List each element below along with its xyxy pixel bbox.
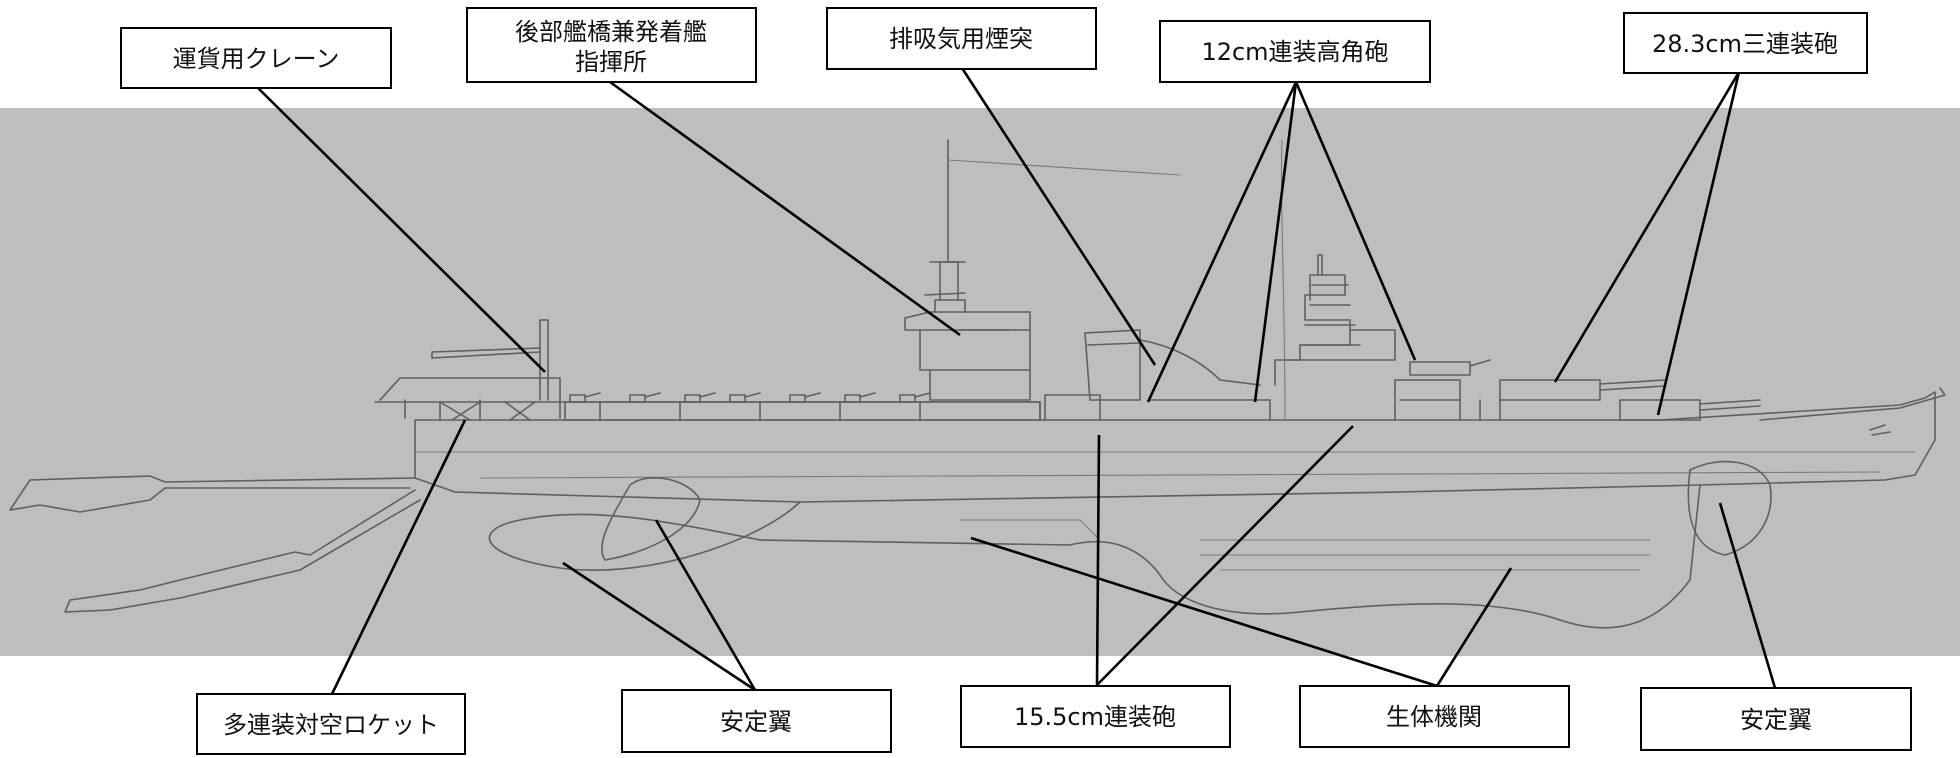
label-aa-gun-text: 12cm連装高角砲 xyxy=(1201,38,1388,66)
label-rear-bridge-line1: 後部艦橋兼発着艦 xyxy=(515,18,707,46)
label-secondary-gun-text: 15.5cm連装砲 xyxy=(1014,703,1176,731)
stern-tentacle-lower xyxy=(64,489,421,613)
stern-tentacle-upper xyxy=(9,475,416,513)
label-stabilizer-left-text: 安定翼 xyxy=(720,708,792,736)
bio-organ-sketch xyxy=(488,484,1701,629)
secondary-turret-sketch xyxy=(1044,394,1271,421)
label-rear-bridge: 後部艦橋兼発着艦 指揮所 xyxy=(466,7,757,83)
hull-outline xyxy=(414,391,1936,503)
crane-sketch xyxy=(431,319,549,401)
label-rear-bridge-line2: 指揮所 xyxy=(575,48,647,76)
main-turret-sketch xyxy=(1499,379,1666,401)
label-main-gun: 28.3cm三連装砲 xyxy=(1623,12,1868,74)
stabilizer-fin-left-sketch xyxy=(601,477,701,561)
label-crane: 運貨用クレーン xyxy=(120,27,392,89)
label-stabilizer-right-text: 安定翼 xyxy=(1740,706,1812,734)
label-crane-text: 運貨用クレーン xyxy=(173,45,340,73)
leader-lines xyxy=(257,67,1777,695)
label-rocket-text: 多連装対空ロケット xyxy=(223,711,439,739)
label-main-gun-text: 28.3cm三連装砲 xyxy=(1652,30,1838,58)
label-secondary-gun: 15.5cm連装砲 xyxy=(960,685,1231,748)
ship-sketch xyxy=(9,139,1946,629)
label-funnel: 排吸気用煙突 xyxy=(826,7,1097,70)
label-bio-engine-text: 生体機関 xyxy=(1386,703,1482,731)
stabilizer-fin-right-sketch xyxy=(1687,460,1772,556)
label-stabilizer-right: 安定翼 xyxy=(1640,687,1912,751)
label-bio-engine: 生体機関 xyxy=(1299,685,1570,748)
label-aa-gun: 12cm連装高角砲 xyxy=(1159,20,1431,83)
funnel-sketch xyxy=(1084,329,1141,401)
label-rocket: 多連装対空ロケット xyxy=(196,693,466,755)
label-funnel-text: 排吸気用煙突 xyxy=(889,25,1033,53)
label-stabilizer-left: 安定翼 xyxy=(621,689,892,753)
